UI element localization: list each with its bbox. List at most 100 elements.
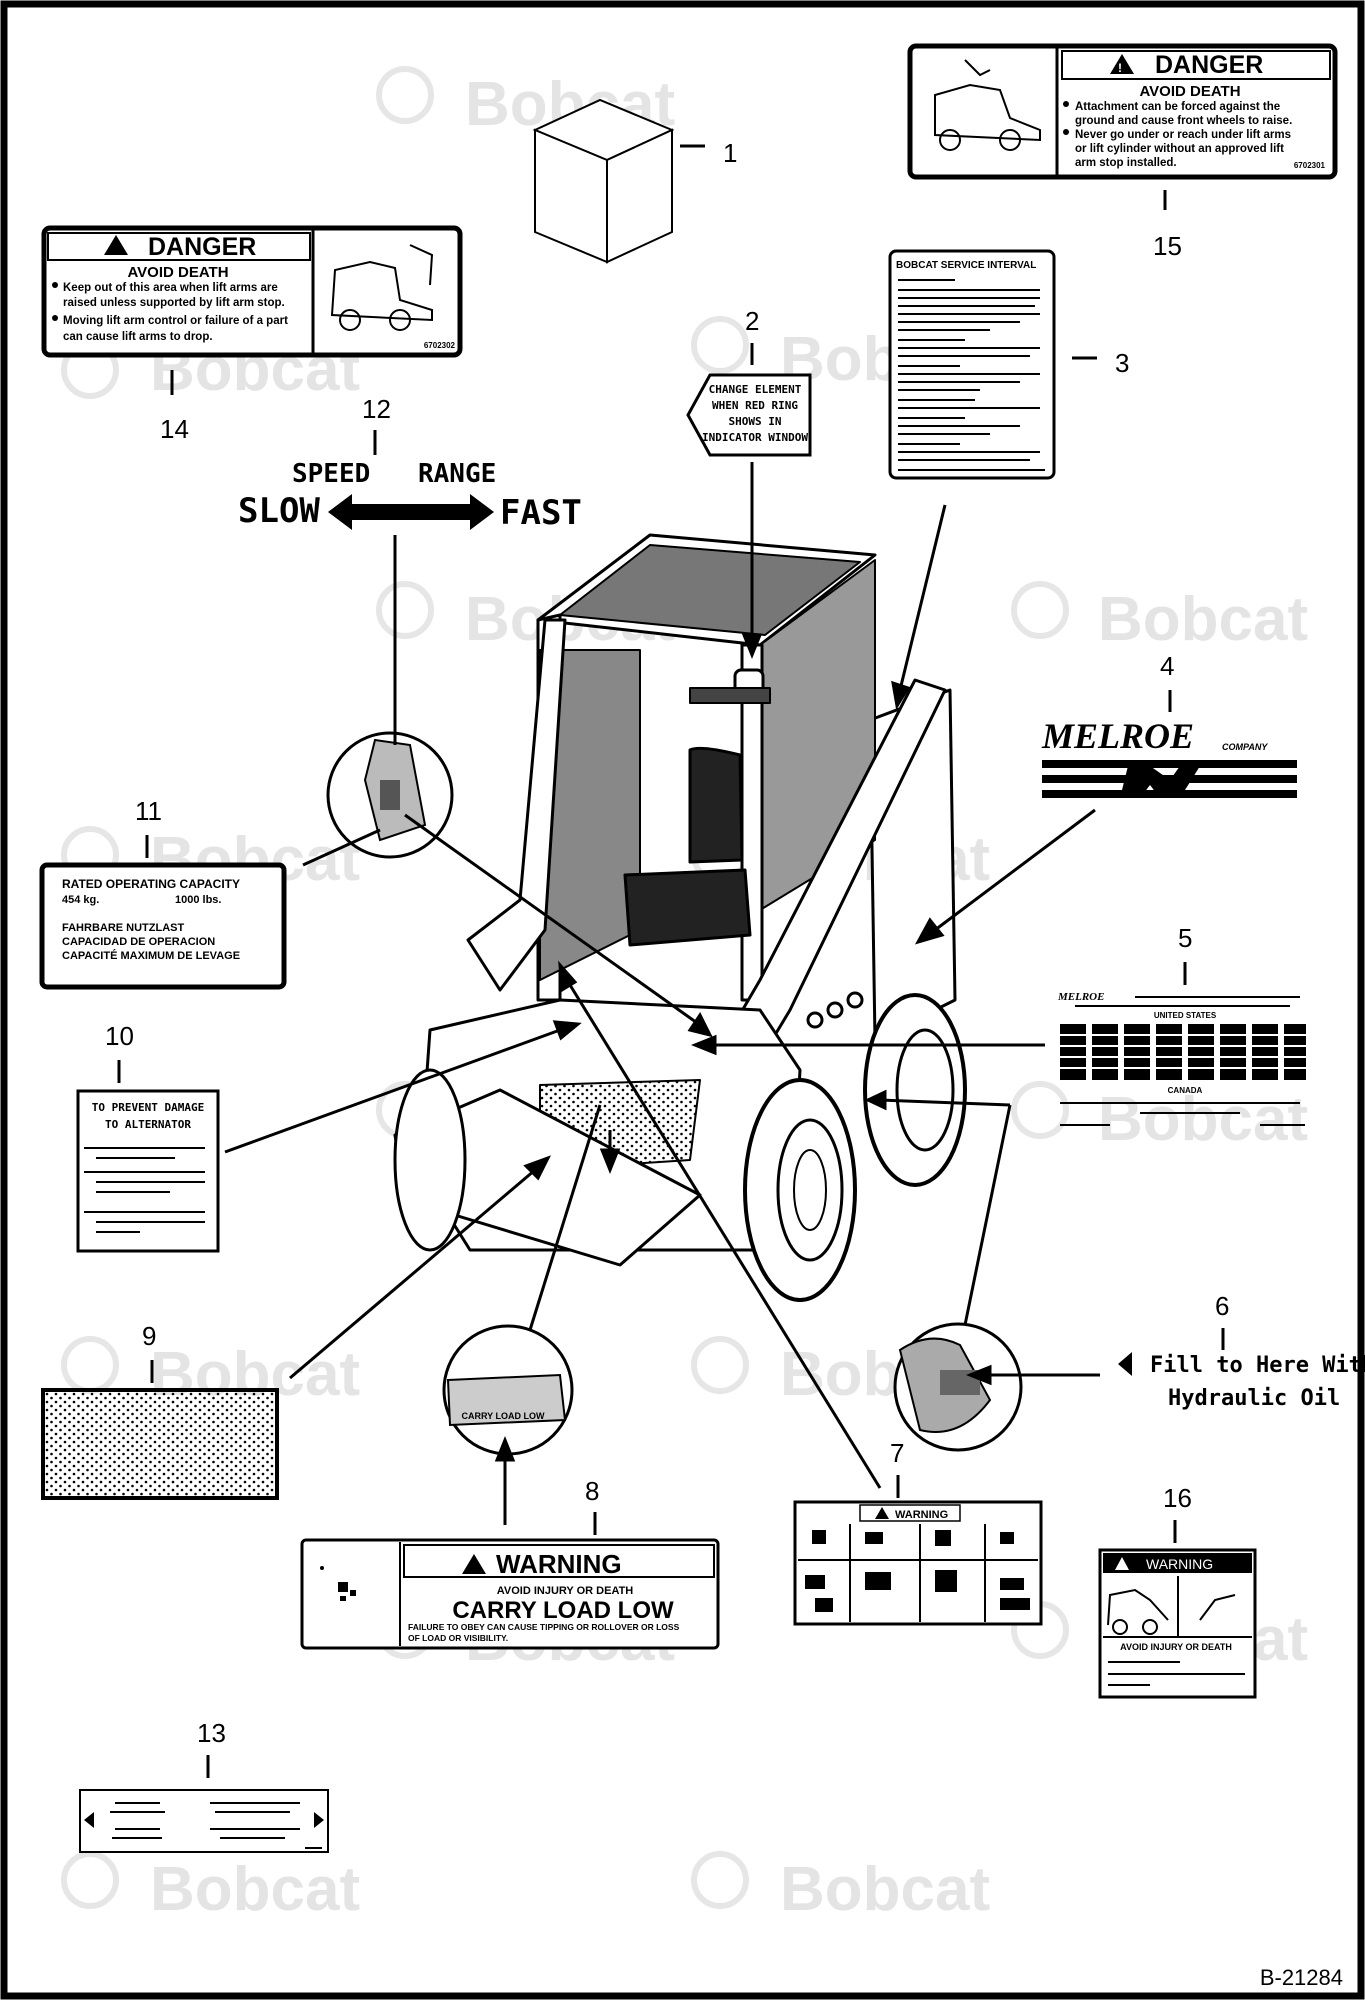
svg-text:Fill to Here With: Fill to Here With [1150, 1353, 1365, 1378]
watermark-15: Bobcat [691, 1851, 990, 1924]
svg-text:1000 lbs.: 1000 lbs. [175, 894, 221, 906]
svg-text:MELROE: MELROE [1057, 991, 1104, 1003]
decal-2-filter: 2 CHANGE ELEMENT WHEN RED RING SHOWS IN … [686, 306, 812, 457]
svg-text:Attachment can be forced again: Attachment can be forced against the [1075, 101, 1280, 113]
part-1-box: 1 [532, 98, 737, 264]
svg-text:CANADA: CANADA [1168, 1086, 1203, 1095]
svg-text:MELROE: MELROE [1041, 716, 1194, 756]
svg-text:COMPANY: COMPANY [1222, 742, 1268, 752]
svg-text:WARNING: WARNING [1146, 1556, 1213, 1572]
svg-text:UNITED STATES: UNITED STATES [1154, 1011, 1217, 1020]
svg-text:Keep out of this area when lif: Keep out of this area when lift arms are [63, 282, 278, 294]
svg-text:CAPACIDAD DE OPERACION: CAPACIDAD DE OPERACION [62, 936, 215, 948]
svg-text:WARNING: WARNING [496, 1549, 622, 1579]
svg-text:SLOW: SLOW [238, 491, 320, 531]
watermark-14: Bobcat [61, 1851, 360, 1924]
callout-6: 6 [1215, 1291, 1229, 1321]
callout-13: 13 [197, 1718, 226, 1748]
patent-grid-gaps [1058, 1034, 1310, 1069]
loader-pictogram [330, 244, 434, 331]
callout-8: 8 [585, 1476, 599, 1506]
svg-text:Never go under or reach under: Never go under or reach under lift arms [1075, 129, 1291, 141]
direction-text-lines [110, 1802, 322, 1849]
svg-text:SPEED: SPEED [292, 459, 370, 489]
inset-circle-speed [326, 731, 454, 859]
svg-text:OF LOAD OR VISIBILITY.: OF LOAD OR VISIBILITY. [408, 1633, 508, 1643]
service-text-lines [898, 279, 1045, 471]
svg-text:!: ! [1118, 61, 1122, 75]
svg-text:Bobcat: Bobcat [1098, 585, 1308, 654]
leader-lines [224, 462, 1100, 1525]
callout-15: 15 [1153, 231, 1182, 261]
load-pictogram [320, 1566, 356, 1601]
decal-8-carry-load-low: 8 WARNING AVOID INJURY OR DEATH CARRY LO… [300, 1476, 720, 1650]
decal-16-warning: 16 WARNING AVOID INJURY OR DEATH [1098, 1483, 1257, 1699]
decal-12-speed-range: 12 SPEED RANGE SLOW FAST [238, 394, 582, 533]
callout-10: 10 [105, 1021, 134, 1051]
svg-text:FAHRBARE NUTZLAST: FAHRBARE NUTZLAST [62, 922, 184, 934]
callout-5: 5 [1178, 923, 1192, 953]
svg-text:FAST: FAST [500, 493, 582, 533]
svg-text:ground and cause front wheels: ground and cause front wheels to raise. [1075, 115, 1292, 127]
svg-text:CARRY LOAD LOW: CARRY LOAD LOW [452, 1597, 674, 1624]
figure-code: B-21284 [1260, 1965, 1343, 1990]
svg-text:DANGER: DANGER [1155, 51, 1263, 79]
svg-text:CARRY LOAD LOW: CARRY LOAD LOW [462, 1411, 546, 1421]
svg-text:arm stop installed.: arm stop installed. [1075, 157, 1177, 169]
svg-text:RATED OPERATING CAPACITY: RATED OPERATING CAPACITY [62, 877, 240, 891]
decal-13-direction: 13 [79, 1718, 329, 1853]
svg-text:6702302: 6702302 [424, 341, 456, 350]
inset-circle-carry-load: CARRY LOAD LOW [442, 1324, 574, 1456]
callout-4: 4 [1160, 651, 1174, 681]
loader-pictogram [934, 59, 1041, 151]
alternator-text-lines [84, 1147, 205, 1233]
callout-12: 12 [362, 394, 391, 424]
warning-16-lines [1108, 1661, 1245, 1686]
warning-panel-grid [798, 1524, 1038, 1622]
warning-panel-pictograms [805, 1530, 1030, 1612]
svg-text:TO ALTERNATOR: TO ALTERNATOR [105, 1118, 191, 1131]
callout-9: 9 [142, 1321, 156, 1351]
decal-4-melroe-logo: 4 MELROE COMPANY [1041, 651, 1297, 798]
svg-text:AVOID DEATH: AVOID DEATH [1139, 83, 1240, 100]
svg-text:Bobcat: Bobcat [1098, 1085, 1308, 1154]
patent-number-grid [1060, 1024, 1306, 1080]
decal-3-service-interval: BOBCAT SERVICE INTERVAL 3 [888, 249, 1129, 480]
svg-text:WARNING: WARNING [895, 1509, 948, 1521]
callout-7: 7 [890, 1438, 904, 1468]
decal-5-patents: 5 MELROE UNITED STATES CANADA [1057, 923, 1310, 1126]
callout-1: 1 [723, 138, 737, 168]
svg-text:454 kg.: 454 kg. [62, 894, 99, 906]
svg-text:Moving lift arm control or fai: Moving lift arm control or failure of a … [63, 315, 288, 327]
svg-text:RANGE: RANGE [418, 459, 496, 489]
decal-9-tread: 9 [41, 1321, 279, 1500]
svg-text:can cause lift arms to drop.: can cause lift arms to drop. [63, 331, 213, 343]
svg-text:Hydraulic Oil: Hydraulic Oil [1168, 1386, 1340, 1411]
watermark-9: Bobcat [1011, 1081, 1308, 1154]
watermark-5: Bobcat [1011, 581, 1308, 654]
svg-text:AVOID INJURY OR DEATH: AVOID INJURY OR DEATH [497, 1585, 634, 1597]
decal-7-warning-panel: 7 WARNING [793, 1438, 1043, 1626]
svg-text:FAILURE TO OBEY CAN CAUSE TIPP: FAILURE TO OBEY CAN CAUSE TIPPING OR ROL… [408, 1622, 680, 1632]
svg-text:or lift cylinder without an ap: or lift cylinder without an approved lif… [1075, 143, 1284, 155]
decal-11-rated-capacity: 11 RATED OPERATING CAPACITY 454 kg. 1000… [39, 796, 287, 990]
svg-text:INDICATOR WINDOW: INDICATOR WINDOW [702, 431, 808, 444]
callout-16: 16 [1163, 1483, 1192, 1513]
inset-circle-hydraulic [893, 1322, 1023, 1452]
svg-text:TO PREVENT DAMAGE: TO PREVENT DAMAGE [92, 1101, 205, 1114]
svg-text:Bobcat: Bobcat [150, 1855, 360, 1924]
svg-text:AVOID DEATH: AVOID DEATH [127, 264, 228, 281]
svg-text:DANGER: DANGER [148, 233, 256, 261]
warning-16-pictogram [1107, 1588, 1236, 1635]
decal-6-hydraulic-oil: 6 Fill to Here With Hydraulic Oil [1118, 1291, 1365, 1411]
callout-2: 2 [745, 306, 759, 336]
svg-text:WHEN RED RING: WHEN RED RING [712, 399, 798, 412]
decal-15-danger: ! DANGER AVOID DEATH Attachment can be f… [907, 43, 1338, 261]
callout-3: 3 [1115, 348, 1129, 378]
callout-11: 11 [135, 796, 162, 826]
svg-text:BOBCAT SERVICE INTERVAL: BOBCAT SERVICE INTERVAL [896, 260, 1036, 271]
decal-10-alternator: 10 TO PREVENT DAMAGE TO ALTERNATOR [76, 1021, 220, 1253]
svg-text:CAPACITÉ MAXIMUM DE LEVAGE: CAPACITÉ MAXIMUM DE LEVAGE [62, 949, 240, 962]
